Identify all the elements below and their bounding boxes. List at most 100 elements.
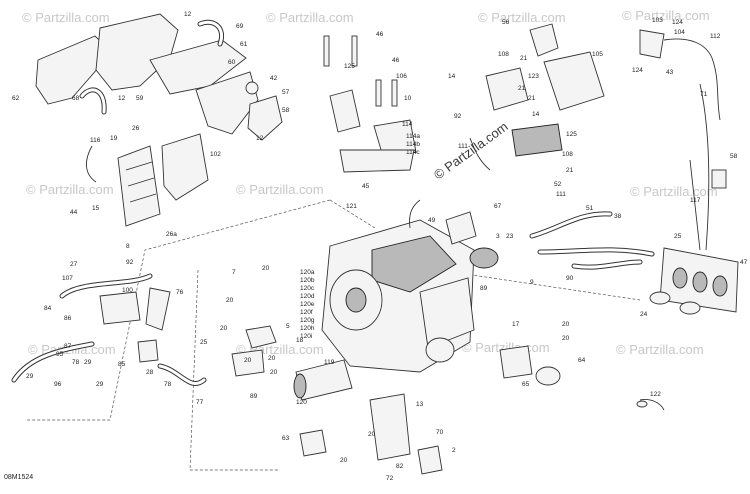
- callout-number: 17: [512, 321, 520, 328]
- callout-number: 125: [344, 63, 355, 70]
- clamp-24: [649, 291, 671, 305]
- watermark: © Partzilla.com: [266, 10, 354, 25]
- callout-number: 52: [554, 181, 562, 188]
- bracket-100: [99, 291, 141, 325]
- callout-number: 105: [592, 51, 603, 58]
- pump-28: [137, 339, 159, 363]
- callout-number: 68: [72, 95, 80, 102]
- callout-number: 63: [282, 435, 290, 442]
- callout-number: 114a: [406, 133, 420, 140]
- callout-number: 25: [200, 339, 208, 346]
- callout-number: 108: [498, 51, 509, 58]
- oil-system-group: [11, 273, 207, 386]
- cooling-hoses-group: [529, 211, 739, 315]
- callout-number: 10: [404, 95, 412, 102]
- sensor-64: [499, 345, 533, 379]
- callout-number: 65: [522, 381, 530, 388]
- callout-number: 86: [64, 315, 72, 322]
- callout-number: 14: [448, 73, 456, 80]
- callout-number: 9: [530, 279, 534, 286]
- dashed-outline-lower: [189, 269, 280, 471]
- mount-70: [417, 445, 443, 475]
- mount-plate-45: [339, 149, 415, 173]
- bracket-56: [529, 23, 559, 57]
- callout-number: 3: [496, 233, 500, 240]
- callout-number: 2: [452, 447, 456, 454]
- callout-number: 29: [96, 381, 104, 388]
- wire-92: [469, 137, 491, 171]
- harness-116: [86, 145, 97, 183]
- callout-number: 46: [392, 57, 400, 64]
- callout-number: 95: [56, 351, 64, 358]
- callout-number: 21: [518, 85, 526, 92]
- throttle-group: [323, 35, 417, 173]
- callout-number: 102: [210, 151, 221, 158]
- watermark: © Partzilla.com: [630, 184, 718, 199]
- boot-58: [711, 169, 727, 189]
- bolt: [323, 35, 330, 67]
- callout-number: 87: [64, 343, 72, 350]
- callout-number: 12: [256, 135, 264, 142]
- callout-number: 20: [562, 335, 570, 342]
- callout-number: 49: [428, 217, 436, 224]
- regulator-108: [485, 67, 529, 111]
- callout-number: 119: [324, 359, 335, 366]
- callout-number: 24: [640, 311, 648, 318]
- callout-number: 120: [296, 399, 307, 406]
- callout-number: 12: [184, 11, 192, 18]
- callout-number: 120g: [300, 317, 315, 324]
- callout-number: 114: [402, 121, 413, 128]
- side-panel: [35, 35, 113, 105]
- callout-number: 90: [566, 275, 574, 282]
- callout-number: 111: [556, 191, 566, 198]
- sensor-3: [445, 211, 477, 245]
- magneto-hub: [345, 287, 367, 313]
- dashed-outline-right: [404, 264, 641, 301]
- callout-number: 89: [250, 393, 258, 400]
- callout-number: 13: [416, 401, 424, 408]
- cylinder-head: [371, 235, 457, 293]
- callout-number: 19: [110, 135, 118, 142]
- callout-number: 20: [368, 431, 376, 438]
- callout-number: 111: [458, 143, 468, 150]
- callout-number: 20: [226, 297, 234, 304]
- output-flange: [425, 337, 455, 363]
- air-intake-cover-group: [35, 13, 283, 141]
- clamp-24: [679, 301, 701, 315]
- callout-number: 100: [122, 287, 133, 294]
- callout-number: 120h: [300, 325, 315, 332]
- watermark-center: © Partzilla.com: [431, 119, 511, 183]
- callout-number: 120c: [300, 285, 315, 292]
- callout-number: 21: [566, 167, 574, 174]
- sensor-group: [499, 345, 665, 411]
- callout-number: 72: [386, 475, 394, 482]
- cable-117: [699, 83, 710, 251]
- callout-number: 103: [652, 17, 663, 24]
- callout-number: 85: [118, 361, 126, 368]
- callout-number: 70: [436, 429, 444, 436]
- callout-number: 125: [566, 131, 577, 138]
- watermark: © Partzilla.com: [622, 8, 710, 23]
- callout-number: 106: [396, 73, 407, 80]
- callout-number: 121: [346, 203, 357, 210]
- callout-number: 76: [176, 289, 184, 296]
- callout-number: 15: [92, 205, 100, 212]
- callout-number: 96: [54, 381, 62, 388]
- callout-number: 29: [84, 359, 92, 366]
- ecm-module: [117, 145, 161, 227]
- bumper-63: [299, 429, 327, 457]
- callout-number: 20: [562, 321, 570, 328]
- ecm-bracket: [161, 133, 209, 201]
- callout-number: 120e: [300, 301, 315, 308]
- breather-line: [409, 199, 421, 229]
- regulator-group: [469, 23, 727, 251]
- callout-number: 78: [72, 359, 80, 366]
- duct-housing: [195, 71, 259, 135]
- callout-number: 120a: [300, 269, 315, 276]
- watermark: © Partzilla.com: [478, 10, 566, 25]
- callout-number: 58: [730, 153, 738, 160]
- callout-number: 120b: [300, 277, 315, 284]
- sensor-103: [639, 29, 665, 59]
- callout-number: 26a: [166, 231, 177, 238]
- callout-number: 42: [270, 75, 278, 82]
